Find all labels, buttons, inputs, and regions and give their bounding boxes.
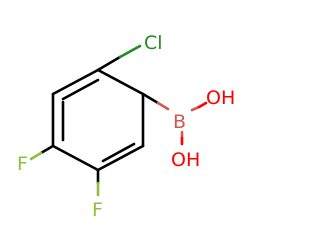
ring-bond-c4-c3 <box>51 144 100 172</box>
ring-double-bond-inner-bottom <box>101 142 136 163</box>
bond-c1-b-carbon-half <box>141 92 160 105</box>
chlorine-label: Cl <box>144 32 163 54</box>
benzene-ring <box>51 68 145 172</box>
structure-diagram: Cl B OH OH F F <box>17 32 235 221</box>
substituent-bonds <box>29 44 208 197</box>
bond-c4-f-carbon-half <box>39 144 55 155</box>
ring-double-bond-inner-top <box>61 78 100 101</box>
boron-label: B <box>173 111 186 133</box>
bond-c6-cl-chlorine-half <box>118 44 142 59</box>
bond-c1-b-boron-half <box>156 101 170 111</box>
bond-c6-cl-carbon-half <box>96 55 122 72</box>
hydroxyl-top-label: OH <box>206 87 235 109</box>
hydroxyl-bottom-label: OH <box>171 149 200 171</box>
fluorine-bottom-label: F <box>92 199 103 221</box>
bond-c4-f-fluorine-half <box>29 151 43 161</box>
molecule-canvas: Cl B OH OH F F <box>17 32 236 221</box>
fluorine-left-label: F <box>17 153 28 175</box>
ring-bond-c1-c6 <box>96 68 145 96</box>
ring-bond-c6-c5 <box>51 68 100 96</box>
bond-b-oh-top-oxygen-half <box>197 101 208 109</box>
ring-bond-c3-c2 <box>96 144 145 172</box>
